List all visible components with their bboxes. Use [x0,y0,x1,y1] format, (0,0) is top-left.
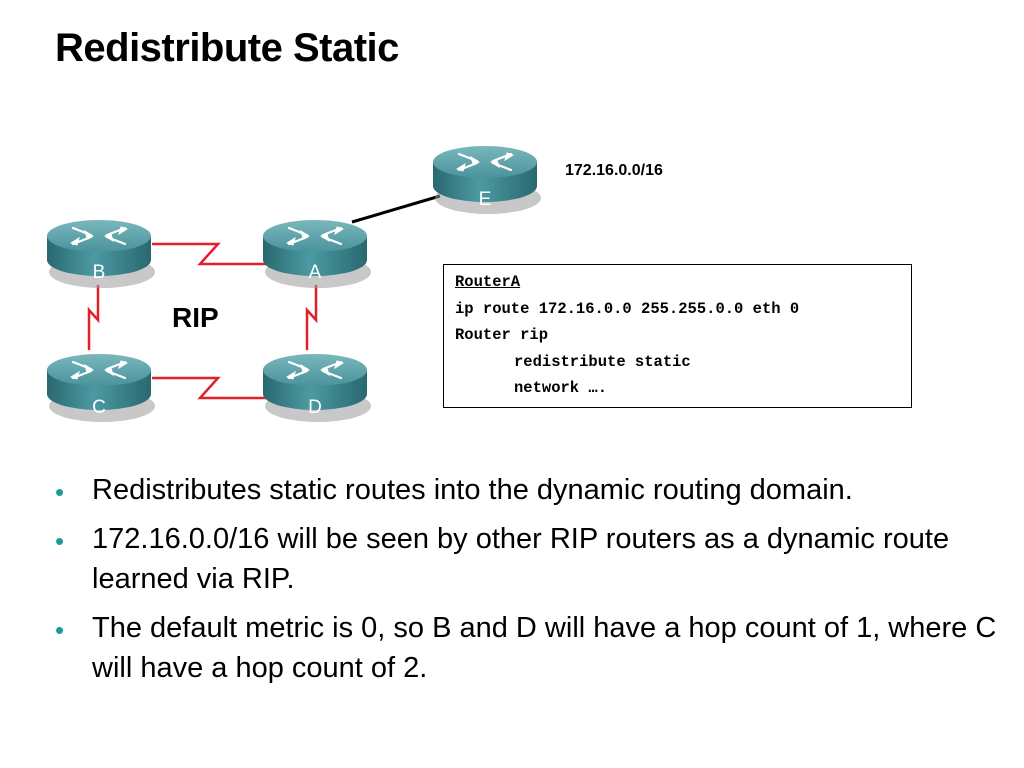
router-b: B [45,218,157,290]
serial-link-b-c [87,285,100,350]
serial-link-a-d [305,285,318,350]
config-line: redistribute static [514,352,691,371]
bullet-dot-icon: • [55,477,65,507]
bullet-list: • Redistributes static routes into the d… [55,470,1005,697]
protocol-label: RIP [172,302,219,333]
router-a: A [261,218,373,290]
bullet-dot-icon: • [55,526,65,556]
router-label: D [308,397,322,418]
router-label: A [309,262,322,283]
bullet-text: Redistributes static routes into the dyn… [92,474,853,506]
router-label: E [479,189,492,210]
bullet-text: The default metric is 0, so B and D will… [92,612,997,684]
config-header: RouterA [455,273,521,291]
router-label: C [92,397,106,418]
slide-title: Redistribute Static [55,26,399,70]
bullet-text: 172.16.0.0/16 will be seen by other RIP … [92,523,950,595]
config-line: ip route 172.16.0.0 255.255.0.0 eth 0 [455,299,800,318]
serial-link-b-a [152,242,268,266]
router-d: D [261,352,373,424]
config-line: Router rip [455,326,549,344]
router-e: E [431,144,543,216]
serial-link-c-d [152,376,268,400]
router-c: C [45,352,157,424]
router-config-box: RouterA ip route 172.16.0.0 255.255.0.0 … [443,264,912,408]
network-label: 172.16.0.0/16 [565,162,663,179]
bullet-item: • Redistributes static routes into the d… [55,470,1005,510]
bullet-item: • The default metric is 0, so B and D wi… [55,608,1005,688]
bullet-dot-icon: • [55,615,65,645]
config-line: network …. [514,379,608,397]
bullet-item: • 172.16.0.0/16 will be seen by other RI… [55,519,1005,599]
ethernet-link-a-e [351,194,441,224]
network-diagram: E B A C D [45,144,543,424]
router-label: B [93,262,106,283]
